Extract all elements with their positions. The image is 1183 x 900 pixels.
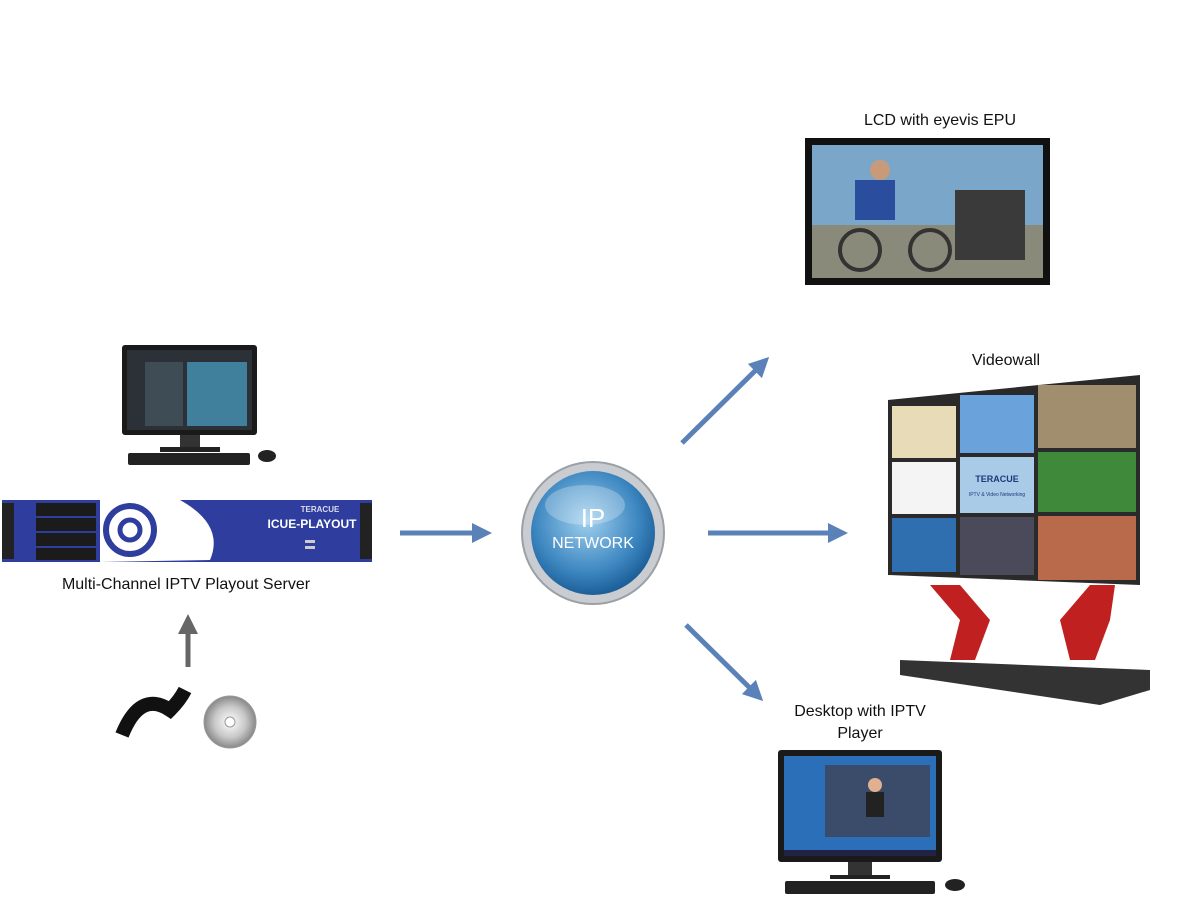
admin-computer-icon: [122, 345, 276, 465]
server-model: ICUE-PLAYOUT: [268, 517, 358, 531]
film-reel-icon: [115, 686, 192, 738]
desktop-label-line1: Desktop with IPTV: [794, 703, 926, 720]
videowall-center-brand: TERACUE: [975, 474, 1019, 484]
server-label: Multi-Channel IPTV Playout Server: [61, 576, 311, 593]
server-brand: TERACUE: [301, 505, 340, 514]
desktop-label-line2: Player: [837, 725, 883, 742]
videowall-center-subtitle: IPTV & Video Networking: [969, 492, 1026, 498]
videowall-label: Videowall: [971, 352, 1041, 369]
arrow-network-to-desktop: [684, 623, 764, 702]
arrow-network-to-lcd: [680, 356, 770, 445]
ip-network-icon: [521, 461, 665, 605]
cd-icon: [203, 695, 257, 749]
network-label-line1: IP: [580, 503, 606, 533]
network-label-line2: NETWORK: [552, 535, 634, 552]
videowall-icon: [888, 375, 1150, 705]
desktop-computer-icon: [778, 750, 965, 894]
lcd-display-icon: [805, 138, 1050, 285]
lcd-label: LCD with eyevis EPU: [863, 112, 1017, 129]
playout-server-icon: [2, 500, 372, 562]
